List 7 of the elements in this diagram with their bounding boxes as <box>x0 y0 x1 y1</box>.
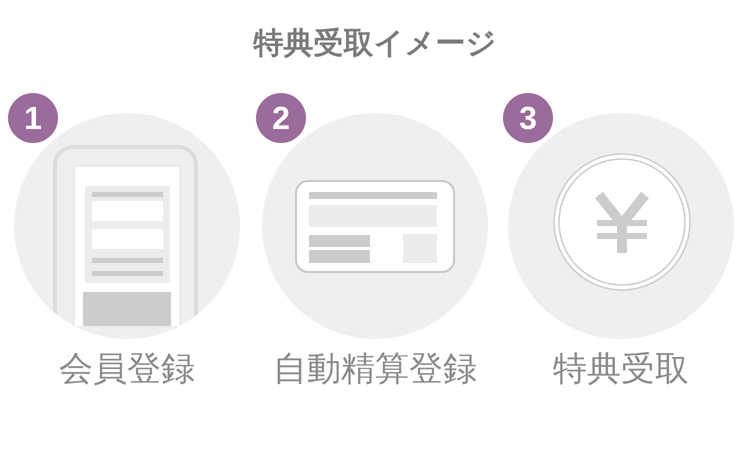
step-caption: 特典受取 <box>553 349 689 389</box>
title: 特典受取イメージ <box>252 25 498 63</box>
step-number-badge: 2 <box>256 93 306 143</box>
step-caption: 自動精算登録 <box>273 349 477 389</box>
step-number-badge: 1 <box>8 93 58 143</box>
step-number-badge: 3 <box>503 93 553 143</box>
step-caption: 会員登録 <box>59 349 195 389</box>
